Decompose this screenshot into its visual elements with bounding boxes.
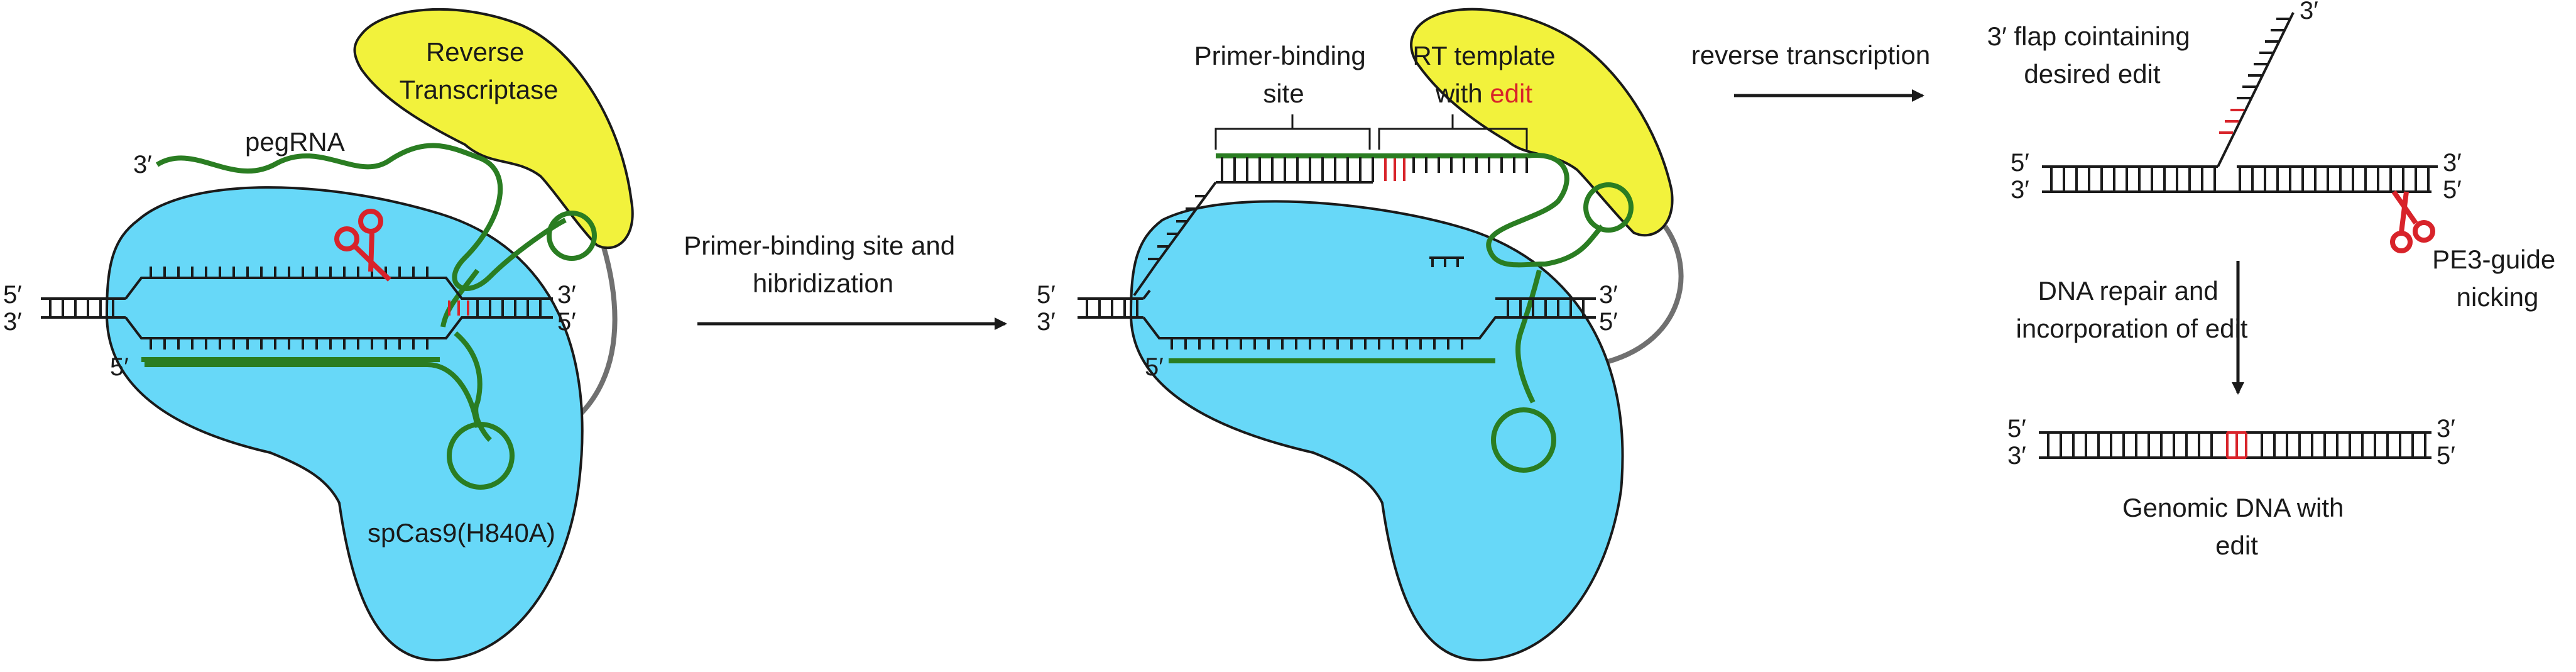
rt-template-bracket [1378, 114, 1528, 150]
end-label-5-left-top-3: 5′ [2011, 149, 2029, 177]
dna-edited-duplex [2039, 431, 2431, 459]
rt-label-1: Reverse Transcriptase [400, 37, 559, 104]
end-label-5-right-bottom-2: 5′ [1599, 308, 1618, 336]
pegrna-label: pegRNA [245, 127, 345, 157]
pegrna-hairpin-top-2 [1583, 182, 1634, 233]
rt-template-label: RT template [1412, 41, 1555, 70]
top-strand-ticks-1 [150, 267, 428, 278]
cas9-protein-1 [105, 186, 584, 662]
end-label-5-right-bottom-3: 5′ [2443, 176, 2462, 204]
panel-1: Reverse Transcriptase pegRNA 3′ [3, 8, 634, 662]
pe3-label: PE3-guide nicking [2432, 245, 2563, 312]
dna-duplex-2 [1078, 256, 1596, 350]
end-label-3-right-top-4: 3′ [2437, 415, 2455, 443]
end-label-5-left-top-2: 5′ [1037, 281, 1056, 309]
pbs-rt-duplex [1133, 153, 1528, 297]
edit-site-2 [1384, 158, 1405, 181]
pbs-label: Primer-binding site [1194, 41, 1373, 108]
pbs-bracket [1214, 114, 1371, 150]
edit-site-final [2226, 431, 2247, 459]
flap-3-end-label: 3′ [2300, 0, 2318, 25]
pegrna-scaffold-1 [145, 362, 480, 428]
flap-label: 3′ flap cointaining desired edit [1987, 21, 2198, 89]
flap-strand [2217, 12, 2295, 167]
scissors-icon [334, 209, 391, 282]
flap-edit [2219, 109, 2244, 134]
cas9-rt-linker-2 [1607, 224, 1684, 364]
arrow-step-1: Primer-binding site and hibridization [684, 231, 1007, 330]
end-label-3-right-top-1: 3′ [557, 281, 576, 309]
end-label-3-left-bottom-2: 3′ [1037, 308, 1056, 336]
pegrna-strand-1 [155, 143, 567, 291]
edit-site-1 [448, 300, 469, 316]
dna-repair-label: DNA repair and incorporation of edit [2016, 276, 2248, 343]
reverse-transcriptase-2 [1410, 8, 1674, 237]
pegrna-strand-2 [1486, 152, 1604, 268]
bottom-strand-ticks-1 [150, 338, 428, 350]
end-label-5-left-top-1: 5′ [3, 281, 22, 309]
end-label-5-right-bottom-1: 5′ [557, 308, 576, 336]
end-label-3-right-top-2: 3′ [1599, 281, 1618, 309]
pegrna-stem-2 [1515, 270, 1542, 404]
dna-nicked-duplex [2042, 165, 2438, 193]
pegrna-stem-1 [440, 268, 492, 442]
panel-3: 3′ flap cointaining desired edit 3′ 5′ 3… [1987, 0, 2563, 560]
end-label-3-left-bottom-1: 3′ [3, 308, 22, 336]
rt-template-edit-label: with edit [1435, 79, 1532, 108]
end-label-3-right-top-3: 3′ [2443, 149, 2462, 177]
arrow-step-2: reverse transcription [1691, 40, 1930, 102]
cas9-protein-2 [1129, 200, 1624, 662]
end-label-5-scaffold-2: 5′ [1145, 353, 1164, 381]
end-label-3-left-bottom-3: 3′ [2011, 176, 2029, 204]
pegrna-3-end-label: 3′ [133, 151, 152, 179]
base-pair-ticks-1 [49, 299, 542, 317]
arrow-1-label: Primer-binding site and hibridization [684, 231, 963, 298]
end-label-5-right-bottom-4: 5′ [2437, 442, 2455, 470]
end-label-5-left-top-4: 5′ [2007, 415, 2026, 443]
pegrna-hairpin-bottom-2 [1491, 407, 1556, 473]
panel-2: Primer-binding site RT template with edi… [1037, 8, 1684, 662]
pegrna-hairpin-bottom-1 [447, 422, 515, 490]
dna-duplex-1 [41, 267, 553, 350]
scissors-icon-pe3 [2390, 190, 2435, 253]
pegrna-hairpin-top-1 [547, 211, 597, 261]
spcas9-label: spCas9(H840A) [368, 518, 555, 548]
genomic-dna-label: Genomic DNA with edit [2122, 493, 2351, 560]
end-label-5-scaffold-1: 5′ [110, 353, 129, 381]
arrow-2-label: reverse transcription [1691, 40, 1930, 70]
end-label-3-left-bottom-4: 3′ [2007, 442, 2026, 470]
